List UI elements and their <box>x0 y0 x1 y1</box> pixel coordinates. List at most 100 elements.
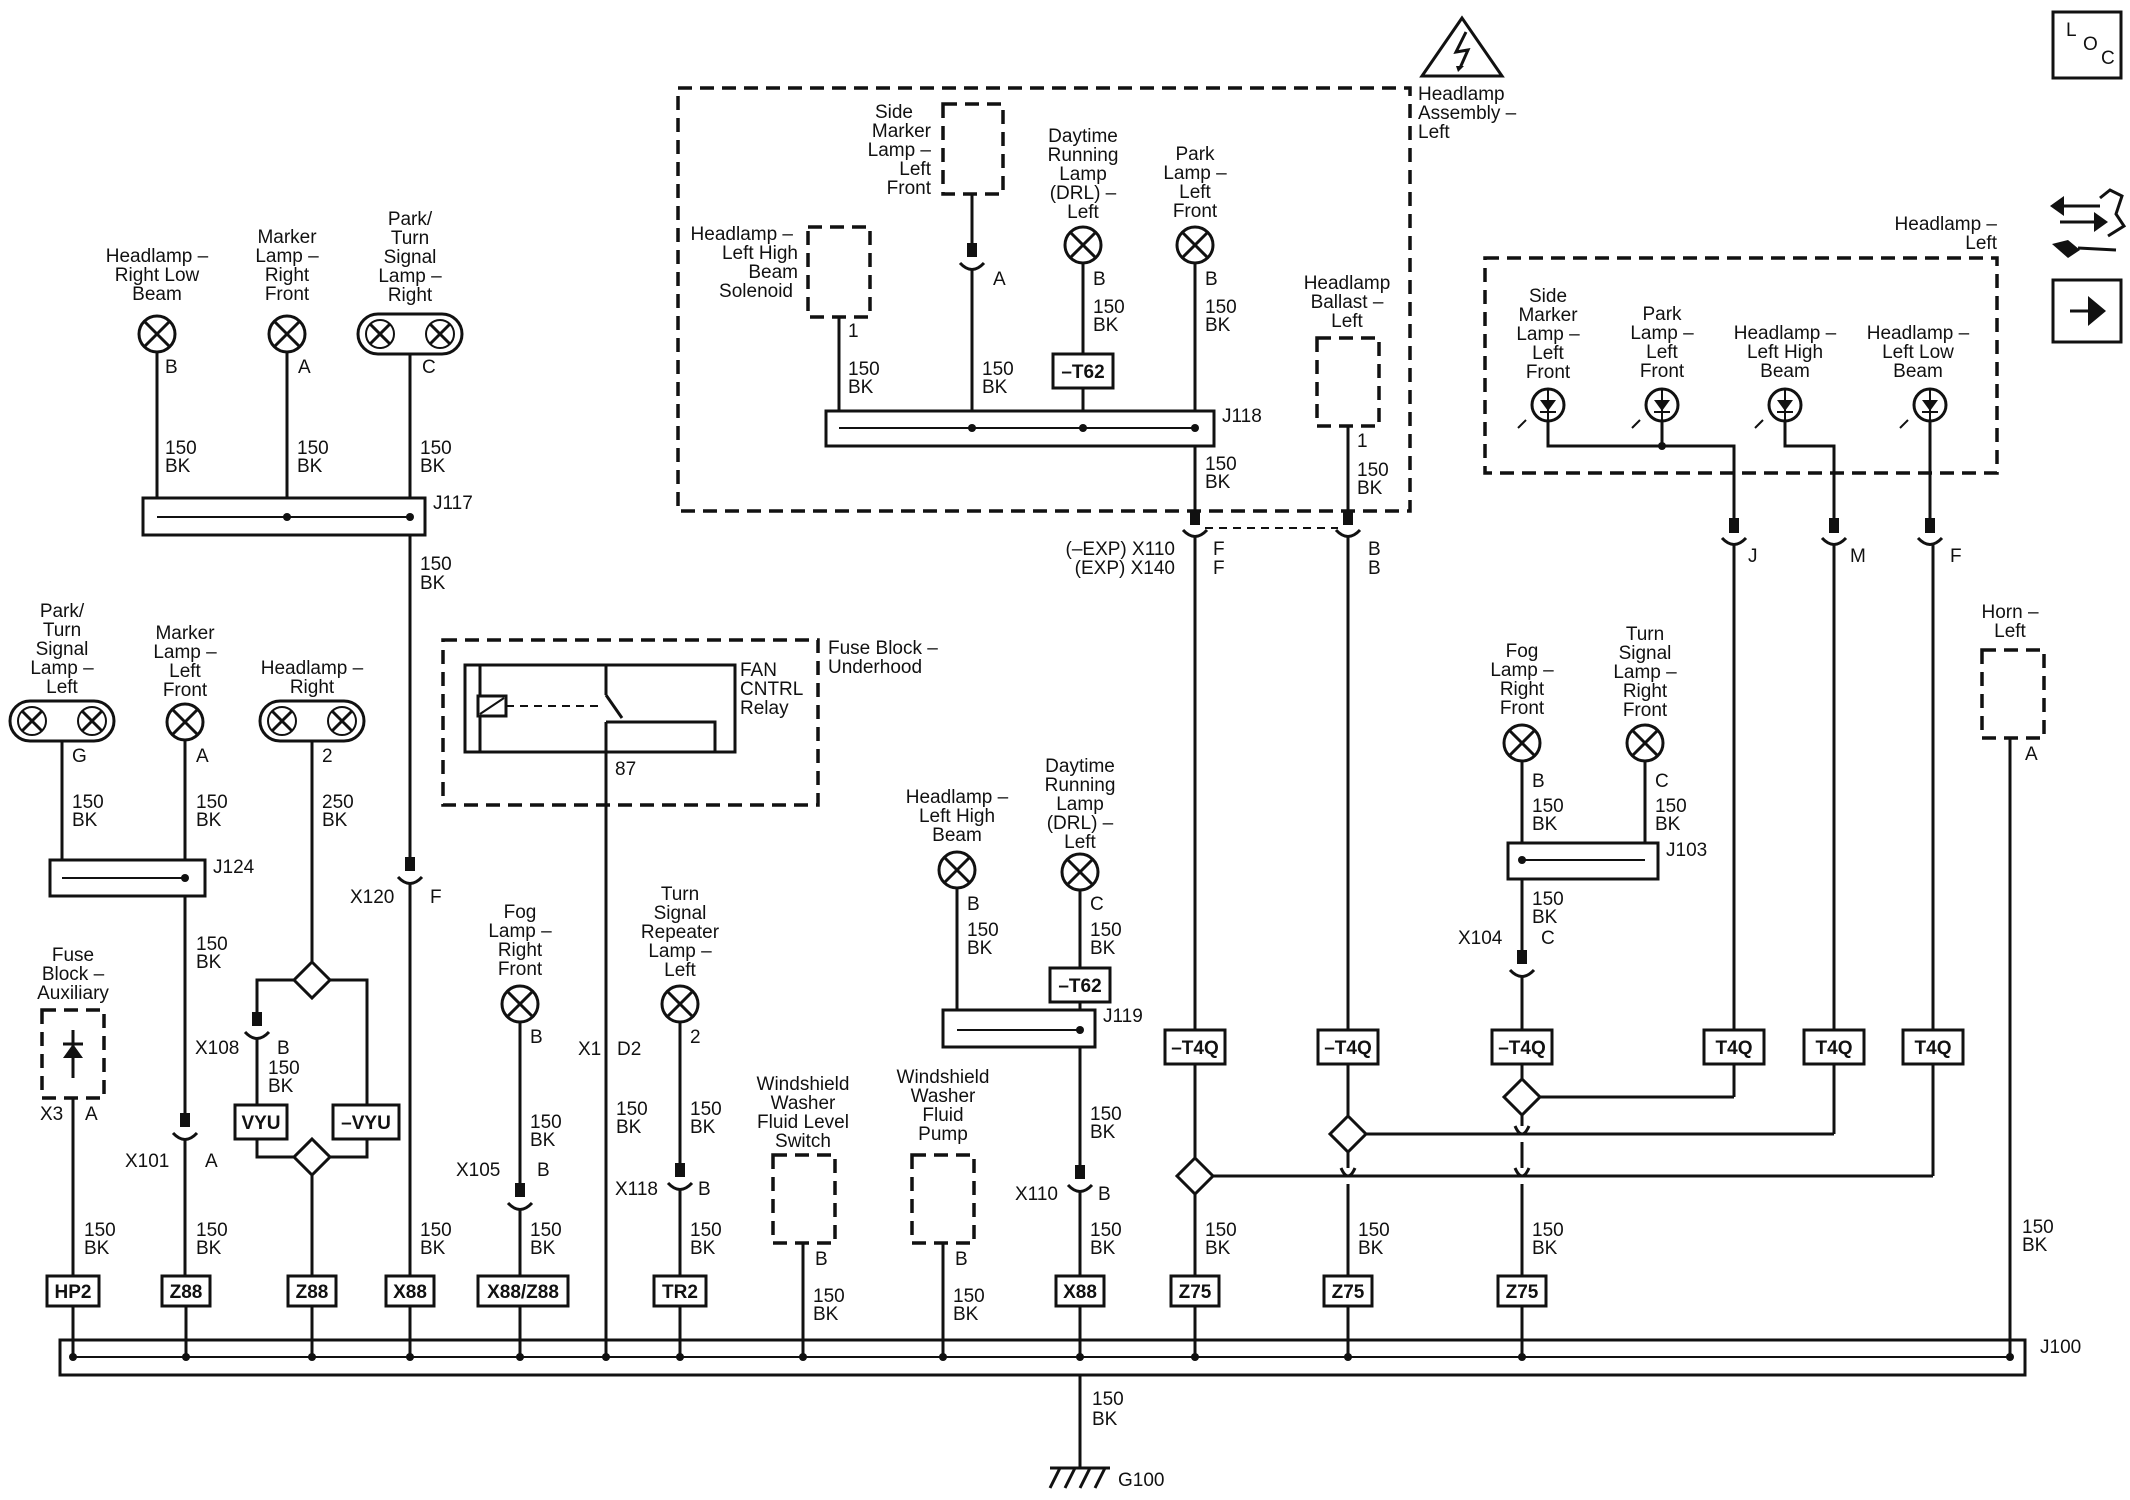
svg-text:F: F <box>1213 539 1225 560</box>
option-z75-2: Z75 <box>1322 1274 1374 1308</box>
svg-text:2: 2 <box>690 1027 701 1048</box>
svg-text:Left: Left <box>169 661 201 682</box>
svg-text:Running: Running <box>1048 145 1119 166</box>
svg-text:Fog: Fog <box>1506 641 1539 662</box>
next-arrow-icon[interactable] <box>2051 278 2123 344</box>
svg-text:Daytime: Daytime <box>1045 756 1115 777</box>
svg-text:–T62: –T62 <box>1058 976 1101 997</box>
svg-text:Front: Front <box>1500 698 1545 719</box>
svg-text:150: 150 <box>690 1099 722 1120</box>
svg-text:150: 150 <box>420 438 452 459</box>
svg-text:Fog: Fog <box>504 902 537 923</box>
svg-text:B: B <box>537 1160 550 1181</box>
svg-text:150: 150 <box>953 1286 985 1307</box>
option-not-t62-lower: –T62 <box>1048 966 1112 1004</box>
svg-text:Beam: Beam <box>1760 361 1810 382</box>
svg-text:BK: BK <box>196 1238 222 1259</box>
component-view-icon[interactable] <box>2050 188 2127 258</box>
svg-text:X118: X118 <box>615 1179 658 1200</box>
svg-text:Left: Left <box>1067 202 1099 223</box>
svg-text:BK: BK <box>1532 907 1558 928</box>
splice-j103: J103 <box>1506 840 1707 881</box>
svg-text:150: 150 <box>530 1112 562 1133</box>
svg-text:Beam: Beam <box>748 262 798 283</box>
horn-left: Horn – Left A <box>1980 602 2046 765</box>
svg-text:BK: BK <box>1532 814 1558 835</box>
svg-text:FAN: FAN <box>740 660 777 681</box>
svg-text:BK: BK <box>297 456 323 477</box>
svg-text:Side: Side <box>875 102 913 123</box>
svg-text:Headlamp –: Headlamp – <box>906 787 1009 808</box>
svg-text:A: A <box>205 1151 218 1172</box>
svg-text:Z75: Z75 <box>1179 1282 1212 1303</box>
svg-text:Side: Side <box>1529 286 1567 307</box>
svg-text:Lamp –: Lamp – <box>1490 660 1554 681</box>
svg-text:Lamp –: Lamp – <box>488 921 552 942</box>
svg-text:X110: X110 <box>1015 1184 1058 1205</box>
svg-text:Left: Left <box>664 960 696 981</box>
loc-icon[interactable]: L O C <box>2051 10 2123 80</box>
svg-text:Front: Front <box>887 178 932 199</box>
svg-text:150: 150 <box>196 934 228 955</box>
svg-text:BK: BK <box>1093 315 1119 336</box>
svg-text:BK: BK <box>165 456 191 477</box>
svg-text:Lamp –: Lamp – <box>648 941 712 962</box>
wire-label-ground: 150 BK <box>1092 1389 1124 1430</box>
ground-g100-icon: G100 <box>1048 1466 1164 1491</box>
svg-text:Headlamp –: Headlamp – <box>106 246 209 267</box>
svg-text:Lamp –: Lamp – <box>1516 324 1580 345</box>
headlamp-right: Headlamp – Right 2 <box>258 658 366 767</box>
svg-text:B: B <box>1368 558 1381 579</box>
option-not-t62-upper: –T62 <box>1051 352 1115 390</box>
svg-text:–T4Q: –T4Q <box>1498 1038 1546 1059</box>
svg-text:150: 150 <box>982 359 1014 380</box>
svg-text:A: A <box>298 357 311 378</box>
svg-text:150: 150 <box>420 1220 452 1241</box>
option-t4q-2: T4Q <box>1802 1028 1866 1066</box>
turn-signal-lamp-right-front: Turn Signal Lamp – Right Front C <box>1613 624 1677 792</box>
connector-x110-lower: X110 B <box>1015 1165 1111 1205</box>
svg-text:Lamp –: Lamp – <box>1613 662 1677 683</box>
svg-text:BK: BK <box>530 1130 556 1151</box>
svg-text:(EXP) X140: (EXP) X140 <box>1075 558 1175 579</box>
svg-text:Assembly –: Assembly – <box>1418 103 1517 124</box>
svg-text:X108: X108 <box>195 1038 239 1059</box>
connector-x104: X104 C <box>1458 928 1555 978</box>
svg-text:Left: Left <box>1179 182 1211 203</box>
svg-text:Beam: Beam <box>932 825 982 846</box>
svg-text:Headlamp –: Headlamp – <box>1867 323 1970 344</box>
svg-text:Front: Front <box>1623 700 1668 721</box>
option-x88-1: X88 <box>384 1274 436 1308</box>
svg-text:150: 150 <box>268 1058 300 1079</box>
svg-text:Front: Front <box>1640 361 1685 382</box>
svg-text:Front: Front <box>1526 362 1571 383</box>
svg-text:BK: BK <box>530 1238 556 1259</box>
svg-text:BK: BK <box>268 1076 294 1097</box>
svg-text:BK: BK <box>616 1117 642 1138</box>
svg-text:C: C <box>1655 771 1669 792</box>
svg-text:Ballast –: Ballast – <box>1311 292 1384 313</box>
svg-text:X104: X104 <box>1458 928 1503 949</box>
svg-text:150: 150 <box>196 1220 228 1241</box>
svg-text:Right: Right <box>290 677 335 698</box>
svg-text:Marker: Marker <box>1518 305 1578 326</box>
option-t4q-3: T4Q <box>1901 1028 1965 1066</box>
svg-text:BK: BK <box>420 456 446 477</box>
svg-text:150: 150 <box>1090 1104 1122 1125</box>
svg-text:G: G <box>72 746 87 767</box>
svg-text:J119: J119 <box>1103 1006 1143 1027</box>
splice-j117: J117 <box>141 493 473 537</box>
connector-x108: B <box>243 1012 290 1059</box>
